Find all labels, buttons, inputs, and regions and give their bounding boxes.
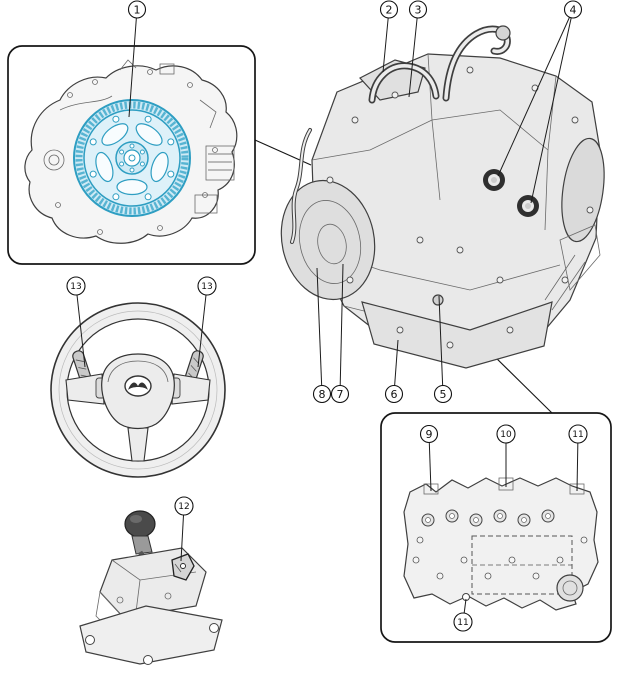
callout-11-bottom: 11 xyxy=(453,598,473,632)
case-bolts xyxy=(326,66,594,349)
callout-13-left: 13 xyxy=(66,276,86,368)
connector-transaxle-to-valvebody xyxy=(488,350,553,414)
callout-5: 5 xyxy=(433,295,453,404)
callout-7: 7 xyxy=(330,263,350,404)
callout-3: 3 xyxy=(408,0,428,98)
callout-9: 9 xyxy=(419,424,439,492)
drive-plate-hub xyxy=(115,141,149,175)
base-bolt-holes xyxy=(85,623,219,665)
svg-text:11: 11 xyxy=(572,430,583,440)
callout-6: 6 xyxy=(384,339,404,404)
svg-text:7: 7 xyxy=(337,388,344,401)
svg-text:6: 6 xyxy=(391,388,398,401)
engine-drive-plate-view xyxy=(24,59,238,244)
svg-text:13: 13 xyxy=(201,282,212,292)
callout-4: 4 xyxy=(497,0,583,204)
svg-text:10: 10 xyxy=(500,430,512,440)
drive-plate-bolt-holes xyxy=(89,115,175,201)
control-valve-body-view xyxy=(403,477,599,611)
shift-boot-collar xyxy=(131,535,153,555)
drive-plate-slots xyxy=(95,123,169,196)
callout-1: 1 xyxy=(127,0,147,118)
callout-10: 10 xyxy=(496,424,516,487)
svg-text:2: 2 xyxy=(386,3,393,16)
transaxle-assembly-view xyxy=(280,25,605,369)
callout-12: 12 xyxy=(174,496,194,562)
converter-hub xyxy=(317,223,347,265)
shift-lever-view xyxy=(79,510,223,665)
svg-text:1: 1 xyxy=(134,3,141,16)
housing-bolt-2 xyxy=(164,592,172,600)
valve-body-bolts xyxy=(412,536,588,580)
round-boss xyxy=(556,574,584,602)
svg-text:3: 3 xyxy=(415,3,422,16)
spoke-left xyxy=(65,373,105,405)
breather-gooseneck-tube xyxy=(442,25,511,102)
svg-text:5: 5 xyxy=(440,388,447,401)
svg-text:12: 12 xyxy=(178,502,189,512)
drive-plate xyxy=(73,99,191,217)
drain-plug xyxy=(432,294,444,306)
shifter-base-plate xyxy=(79,605,223,665)
torque-converter-housing xyxy=(280,179,376,301)
tube-cap xyxy=(495,25,511,41)
oil-filler-tube xyxy=(368,62,440,104)
steering-rim-mid xyxy=(58,310,218,470)
svg-text:4: 4 xyxy=(570,3,577,16)
cable-bracket xyxy=(171,553,195,581)
callout-2: 2 xyxy=(379,0,399,73)
svg-text:11: 11 xyxy=(457,618,468,628)
ring-gear-teeth xyxy=(75,101,189,215)
wiring-harness xyxy=(290,128,312,244)
side-end-cover xyxy=(561,137,605,243)
steering-wheel-view xyxy=(50,302,226,478)
spoke-bottom xyxy=(127,427,149,462)
callout-13-right: 13 xyxy=(197,276,217,368)
svg-text:13: 13 xyxy=(70,282,81,292)
brand-emblem xyxy=(124,375,152,397)
oil-seal-1 xyxy=(483,169,505,191)
housing-bolt-1 xyxy=(116,596,124,604)
torque-converter xyxy=(298,200,362,284)
oil-pan xyxy=(361,301,553,369)
callouts: 1 2 3 4 8 7 xyxy=(66,0,588,632)
round-boss-center xyxy=(562,580,578,596)
shift-knob-highlight xyxy=(130,515,142,523)
spoke-right xyxy=(171,373,211,405)
oil-seal-2 xyxy=(517,195,539,217)
shift-knob xyxy=(124,510,156,538)
engine-detail-lines xyxy=(43,59,235,235)
svg-text:9: 9 xyxy=(426,428,433,441)
svg-text:8: 8 xyxy=(319,388,326,401)
solenoid-centers xyxy=(425,513,551,523)
rib-block xyxy=(559,224,601,291)
callout-11-top: 11 xyxy=(568,424,588,492)
callout-8: 8 xyxy=(312,267,332,404)
